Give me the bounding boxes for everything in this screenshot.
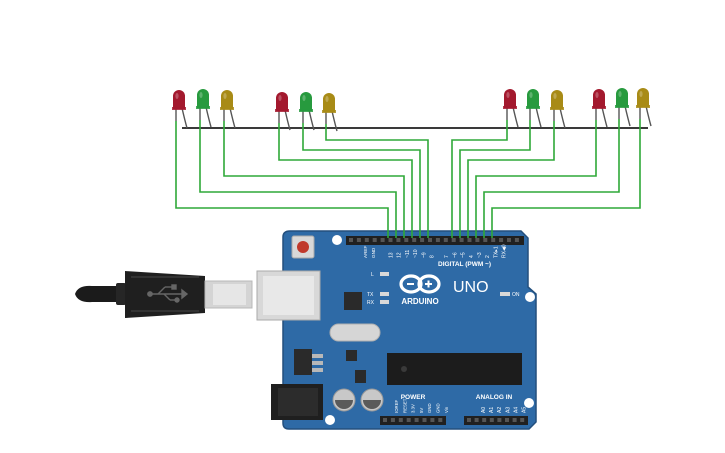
pin-label: Vin xyxy=(444,406,449,413)
wiring xyxy=(175,119,648,238)
led-rx-indicator: RX xyxy=(367,300,389,306)
led-tx-indicator: TX xyxy=(367,292,389,298)
signal-wire[interactable] xyxy=(199,120,397,238)
pin-label: A0 xyxy=(481,407,487,413)
usb-b-jack xyxy=(256,270,321,321)
pin-label: 5V xyxy=(419,408,424,413)
signal-wire[interactable] xyxy=(223,121,405,238)
usb-cable[interactable] xyxy=(75,271,253,318)
pin-label: RESET xyxy=(402,398,407,413)
pin-label: IOREF xyxy=(394,399,399,413)
mounting-hole xyxy=(325,415,335,425)
model-label: UNO xyxy=(453,279,489,296)
pin-label: 13 xyxy=(389,252,395,258)
pin-label: 4 xyxy=(469,255,475,258)
svg-text:ON: ON xyxy=(512,292,520,298)
small-chip xyxy=(346,350,357,361)
pin-label: 12 xyxy=(397,252,403,258)
led-red[interactable] xyxy=(592,89,606,109)
mounting-hole xyxy=(332,235,342,245)
power-label: POWER xyxy=(401,394,426,401)
digital-header-label: DIGITAL (PWM ~) xyxy=(438,261,491,268)
pin-label: GND xyxy=(371,247,376,258)
power-pin-header xyxy=(380,416,446,425)
signal-wire[interactable] xyxy=(302,123,421,238)
signal-wire[interactable] xyxy=(467,121,555,238)
pin-label: ~3 xyxy=(477,252,483,258)
pin-label: A4 xyxy=(513,407,519,413)
pin-label: ~10 xyxy=(413,249,419,258)
mounting-hole xyxy=(525,292,535,302)
pin-label: ~6 xyxy=(452,252,458,258)
signal-wire[interactable] xyxy=(491,119,641,238)
digital-pin-header xyxy=(346,236,524,245)
signal-wire[interactable] xyxy=(459,120,531,238)
svg-text:L: L xyxy=(371,272,374,278)
signal-wire[interactable] xyxy=(483,119,620,238)
pin-label: AREF xyxy=(363,246,368,258)
analog-in-label: ANALOG IN xyxy=(476,394,513,401)
led-yellow[interactable] xyxy=(220,90,234,110)
pin-label: GND xyxy=(436,403,441,413)
small-chip xyxy=(344,292,362,310)
usb-symbol-icon xyxy=(147,284,189,303)
led-green[interactable] xyxy=(615,88,629,108)
crystal-oscillator xyxy=(329,323,381,342)
pin-label: A1 xyxy=(489,407,495,413)
led-green[interactable] xyxy=(299,92,313,112)
led-yellow[interactable] xyxy=(550,90,564,110)
pin-label: TX▸1 xyxy=(493,246,499,258)
capacitor xyxy=(360,388,384,412)
pin-label: ~5 xyxy=(461,252,467,258)
led-l-indicator: L xyxy=(371,272,389,278)
signal-wire[interactable] xyxy=(475,120,597,238)
led-red[interactable] xyxy=(172,90,186,110)
pin-label: A3 xyxy=(505,407,511,413)
atmega-microcontroller xyxy=(387,353,522,385)
led-on-indicator: ON xyxy=(500,292,520,298)
signal-wire[interactable] xyxy=(278,123,413,238)
brand-label: ARDUINO xyxy=(401,297,438,306)
svg-text:TX: TX xyxy=(367,292,374,298)
pin-label: ~9 xyxy=(421,252,427,258)
pin-label: 2 xyxy=(485,255,491,258)
pin-label: GND xyxy=(427,403,432,413)
led-yellow[interactable] xyxy=(636,88,650,108)
arduino-board[interactable]: ARDUINO UNO L TX RX ON DIGITAL (PWM ~) A… xyxy=(256,230,537,430)
analog-pin-header xyxy=(464,416,528,425)
led-array xyxy=(172,88,652,132)
reset-button[interactable] xyxy=(291,235,315,259)
dc-power-jack[interactable] xyxy=(271,384,323,420)
pin-label: 7 xyxy=(444,255,450,258)
led-green[interactable] xyxy=(196,89,210,109)
pin-label: A2 xyxy=(497,407,503,413)
pin-label: 8 xyxy=(430,255,436,258)
arduino-logo-icon xyxy=(399,274,441,294)
pin-label: ~11 xyxy=(405,250,411,258)
signal-wire[interactable] xyxy=(175,121,389,238)
signal-wire[interactable] xyxy=(451,120,508,238)
led-yellow[interactable] xyxy=(322,93,336,113)
led-red[interactable] xyxy=(503,89,517,109)
pin-label: A5 xyxy=(522,407,528,413)
signal-wire[interactable] xyxy=(325,124,429,238)
led-red[interactable] xyxy=(275,92,289,112)
capacitor xyxy=(332,388,356,412)
svg-text:RX: RX xyxy=(367,300,375,306)
mounting-hole xyxy=(524,398,534,408)
small-chip xyxy=(355,370,366,383)
pin-label: 3.3V xyxy=(411,404,416,413)
voltage-regulator xyxy=(294,349,323,375)
pin-label: RX◀0 xyxy=(502,244,508,258)
led-green[interactable] xyxy=(526,89,540,109)
